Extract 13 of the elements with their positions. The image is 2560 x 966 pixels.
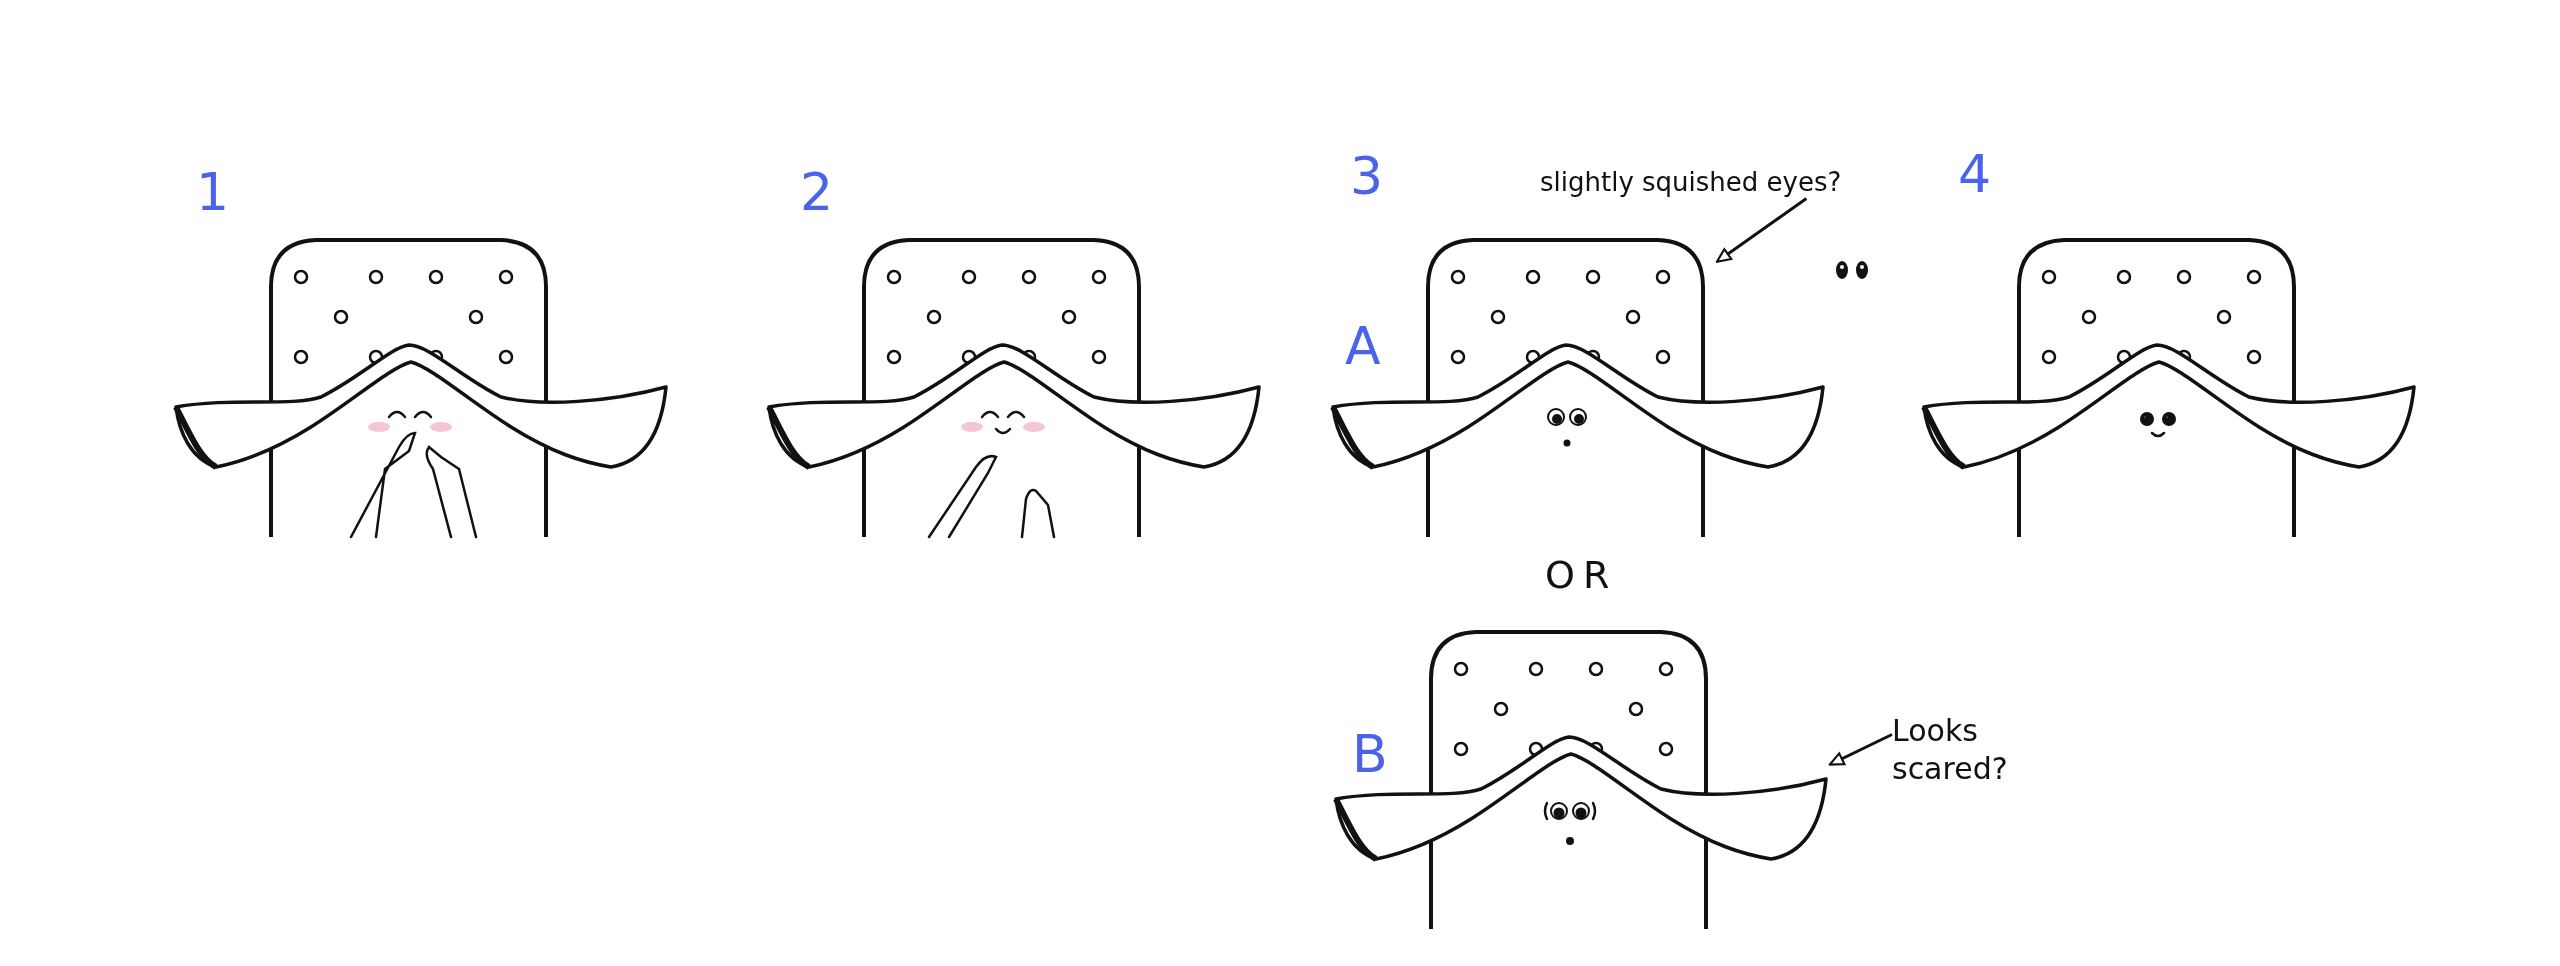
panel-number: A bbox=[1345, 320, 1381, 372]
handwritten-note: Looks scared? bbox=[1892, 712, 2042, 787]
panel-number: 4 bbox=[1958, 148, 1992, 200]
arrow bbox=[1715, 197, 1808, 263]
chair-scene-drawing bbox=[1328, 237, 1828, 537]
panel-number: 3 bbox=[1350, 150, 1384, 202]
handwritten-note: slightly squished eyes? bbox=[1540, 166, 1910, 199]
panel-number: 2 bbox=[800, 166, 834, 218]
panel-number: 1 bbox=[196, 166, 230, 218]
panel-number: B bbox=[1352, 728, 1388, 780]
arrow bbox=[1828, 733, 1893, 766]
or-label: OR bbox=[1545, 556, 1618, 594]
chair-scene-drawing bbox=[1331, 629, 1831, 929]
